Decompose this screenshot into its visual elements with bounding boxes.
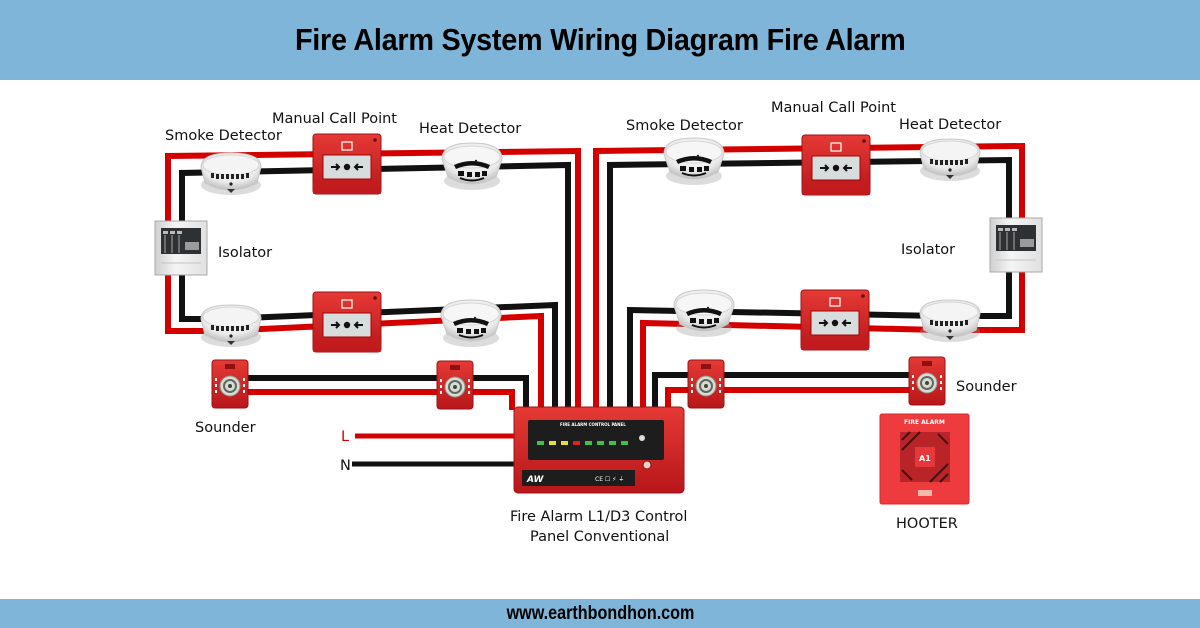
smoke-detector-icon bbox=[663, 137, 725, 186]
label-isolator: Isolator bbox=[901, 242, 955, 258]
wire-left-top-red bbox=[165, 147, 581, 410]
manual-call-point-icon bbox=[801, 134, 871, 196]
label-sounder: Sounder bbox=[195, 420, 256, 436]
heat-detector-icon bbox=[919, 299, 981, 343]
manual-call-point-icon bbox=[312, 291, 382, 353]
sounder-icon bbox=[211, 359, 249, 409]
website-link[interactable]: www.earthbondhon.com bbox=[506, 602, 694, 624]
sounder-icon bbox=[687, 359, 725, 409]
panel-display bbox=[528, 420, 664, 460]
label-live: L bbox=[341, 429, 349, 445]
label-control-panel-line2: Panel Conventional bbox=[530, 529, 669, 545]
label-sounder: Sounder bbox=[956, 379, 1017, 395]
label-smoke-detector: Smoke Detector bbox=[626, 118, 743, 134]
label-control-panel-line1: Fire Alarm L1/D3 Control bbox=[510, 509, 687, 525]
title-banner: Fire Alarm System Wiring Diagram Fire Al… bbox=[0, 0, 1200, 80]
label-isolator: Isolator bbox=[218, 245, 272, 261]
hooter-tag bbox=[918, 490, 932, 496]
wire-right-sounder-black bbox=[652, 372, 930, 410]
label-smoke-detector: Smoke Detector bbox=[165, 128, 282, 144]
panel-ce-mark: CE ☐ ⚡ ⏚ bbox=[595, 476, 624, 483]
panel-brand-logo: AW bbox=[526, 475, 544, 485]
footer-banner: www.earthbondhon.com bbox=[0, 599, 1200, 628]
panel-brand-plate bbox=[522, 470, 635, 486]
smoke-detector-icon bbox=[200, 152, 262, 196]
hooter-center-text: A1 bbox=[919, 454, 931, 463]
wire-right-top-red bbox=[593, 142, 1025, 410]
left-loop: Smoke Detector Manual Call Point Heat De… bbox=[154, 111, 521, 436]
wire-left-sounder-black bbox=[230, 375, 529, 410]
panel-key-lock-icon bbox=[642, 460, 652, 470]
label-heat-detector: Heat Detector bbox=[899, 117, 1001, 133]
wire-right-top-black bbox=[607, 156, 1012, 410]
smoke-detector-icon bbox=[200, 304, 262, 348]
label-neutral: N bbox=[340, 458, 351, 474]
panel-title-text: FIRE ALARM CONTROL PANEL bbox=[560, 422, 626, 427]
label-manual-call-point: Manual Call Point bbox=[272, 111, 397, 127]
heat-detector-icon bbox=[440, 299, 502, 348]
hooter-face-text: FIRE ALARM bbox=[904, 419, 945, 426]
page-title: Fire Alarm System Wiring Diagram Fire Al… bbox=[294, 22, 906, 57]
heat-detector-icon bbox=[919, 138, 981, 182]
heat-detector-icon bbox=[441, 142, 503, 191]
sounder-icon bbox=[436, 360, 474, 410]
wiring-diagram: Smoke Detector Manual Call Point Heat De… bbox=[154, 100, 1043, 545]
hooter: FIRE ALARM A1 HOOTER bbox=[879, 413, 970, 532]
hooter-center bbox=[915, 447, 935, 467]
manual-call-point-icon bbox=[312, 133, 382, 195]
label-heat-detector: Heat Detector bbox=[419, 121, 521, 137]
manual-call-point-icon bbox=[800, 289, 870, 351]
label-hooter: HOOTER bbox=[896, 516, 958, 532]
sounder-icon bbox=[908, 356, 946, 406]
wire-left-top-black bbox=[179, 161, 571, 410]
isolator-icon bbox=[154, 220, 208, 276]
isolator-icon bbox=[989, 217, 1043, 273]
right-loop: Smoke Detector Manual Call Point Heat De… bbox=[626, 100, 1043, 409]
label-manual-call-point: Manual Call Point bbox=[771, 100, 896, 116]
panel-indicator-leds bbox=[537, 441, 628, 445]
panel-key-switch-icon bbox=[639, 435, 645, 441]
smoke-detector-icon bbox=[673, 289, 735, 338]
control-panel: FIRE ALARM CONTROL PANEL AW CE ☐ ⚡ ⏚ Fir… bbox=[510, 406, 687, 545]
hooter-grille-stripes bbox=[901, 431, 949, 483]
wire-right-sounder-red bbox=[665, 387, 930, 410]
wire-left-sounder-red bbox=[230, 389, 515, 410]
